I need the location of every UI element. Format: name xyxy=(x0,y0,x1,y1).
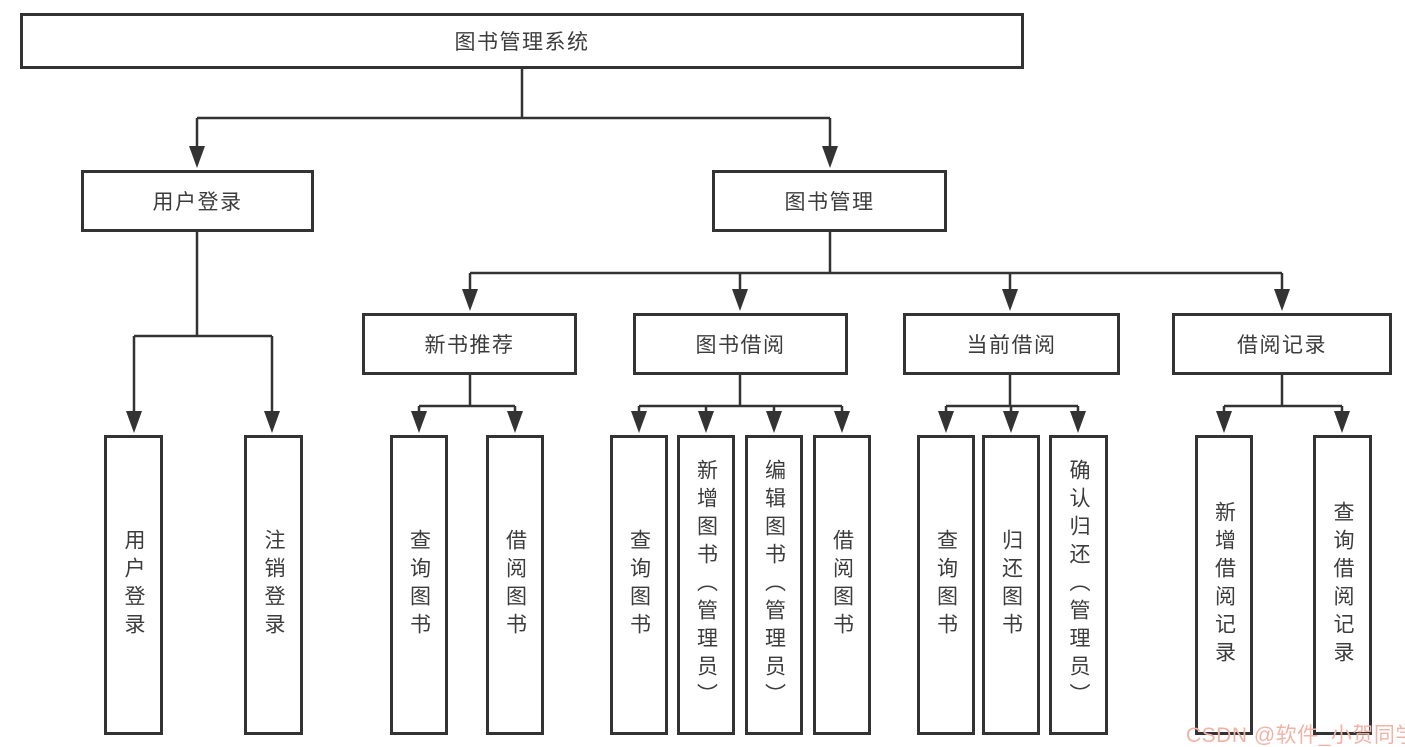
node-label: 当前借阅 xyxy=(966,334,1057,357)
leaf-label: 新增借阅记录 xyxy=(1212,501,1236,669)
leaf-return-books: 归还图书 xyxy=(982,435,1040,735)
leaf-borrow-books-recommend: 借阅图书 xyxy=(486,435,544,735)
leaf-add-borrow-record: 新增借阅记录 xyxy=(1195,435,1253,735)
leaf-query-books-recommend: 查询图书 xyxy=(390,435,448,735)
leaf-edit-book-admin: 编辑图书（管理员） xyxy=(745,435,803,735)
csdn-watermark: CSDN @软件_小贺同学 xyxy=(1186,724,1405,747)
connector-mgmt-to-sections xyxy=(468,232,1284,289)
connector-sec0-to-leaves xyxy=(417,375,517,411)
connector-root-to-branches xyxy=(195,69,832,146)
leaf-label: 注销登录 xyxy=(262,529,285,641)
node-current-borrowing: 当前借阅 xyxy=(903,313,1120,375)
node-label: 图书管理系统 xyxy=(454,31,590,54)
connector-sec2-to-leaves xyxy=(944,375,1080,411)
node-label: 图书管理 xyxy=(784,191,875,214)
leaf-query-borrow-record: 查询借阅记录 xyxy=(1313,435,1372,735)
connector-login-to-leaves xyxy=(132,232,274,411)
node-user-login: 用户登录 xyxy=(81,170,314,232)
node-book-borrowing: 图书借阅 xyxy=(633,313,848,375)
leaf-label: 查询图书 xyxy=(407,529,431,641)
connector-sec3-to-leaves xyxy=(1222,375,1344,411)
leaf-confirm-return-admin: 确认归还（管理员） xyxy=(1049,435,1108,735)
arrowheads xyxy=(126,146,1350,433)
connector-sec1-to-leaves xyxy=(637,375,844,411)
leaf-label: 确认归还（管理员） xyxy=(1067,459,1090,711)
leaf-user-login: 用户登录 xyxy=(104,435,163,735)
node-book-management: 图书管理 xyxy=(712,170,947,232)
leaf-logout: 注销登录 xyxy=(244,435,303,735)
node-library-management-system: 图书管理系统 xyxy=(20,13,1024,69)
node-label: 用户登录 xyxy=(152,191,243,214)
node-label: 新书推荐 xyxy=(424,334,515,357)
leaf-add-book-admin: 新增图书（管理员） xyxy=(677,435,735,735)
leaf-label: 新增图书（管理员） xyxy=(694,459,718,711)
leaf-label: 查询图书 xyxy=(627,529,651,641)
leaf-label: 借阅图书 xyxy=(830,529,854,641)
leaf-query-books-current: 查询图书 xyxy=(917,435,975,735)
node-borrowing-records: 借阅记录 xyxy=(1172,313,1392,375)
leaf-label: 查询图书 xyxy=(934,529,958,641)
node-label: 借阅记录 xyxy=(1237,334,1327,357)
leaf-label: 查询借阅记录 xyxy=(1331,501,1354,669)
node-new-book-recommend: 新书推荐 xyxy=(362,313,577,375)
leaf-label: 用户登录 xyxy=(122,529,145,641)
leaf-label: 借阅图书 xyxy=(503,529,527,641)
leaf-label: 编辑图书（管理员） xyxy=(762,459,786,711)
leaf-label: 归还图书 xyxy=(999,529,1023,641)
leaf-query-books-borrowing: 查询图书 xyxy=(610,435,668,735)
leaf-borrow-books-borrowing: 借阅图书 xyxy=(813,435,871,735)
node-label: 图书借阅 xyxy=(695,334,786,357)
